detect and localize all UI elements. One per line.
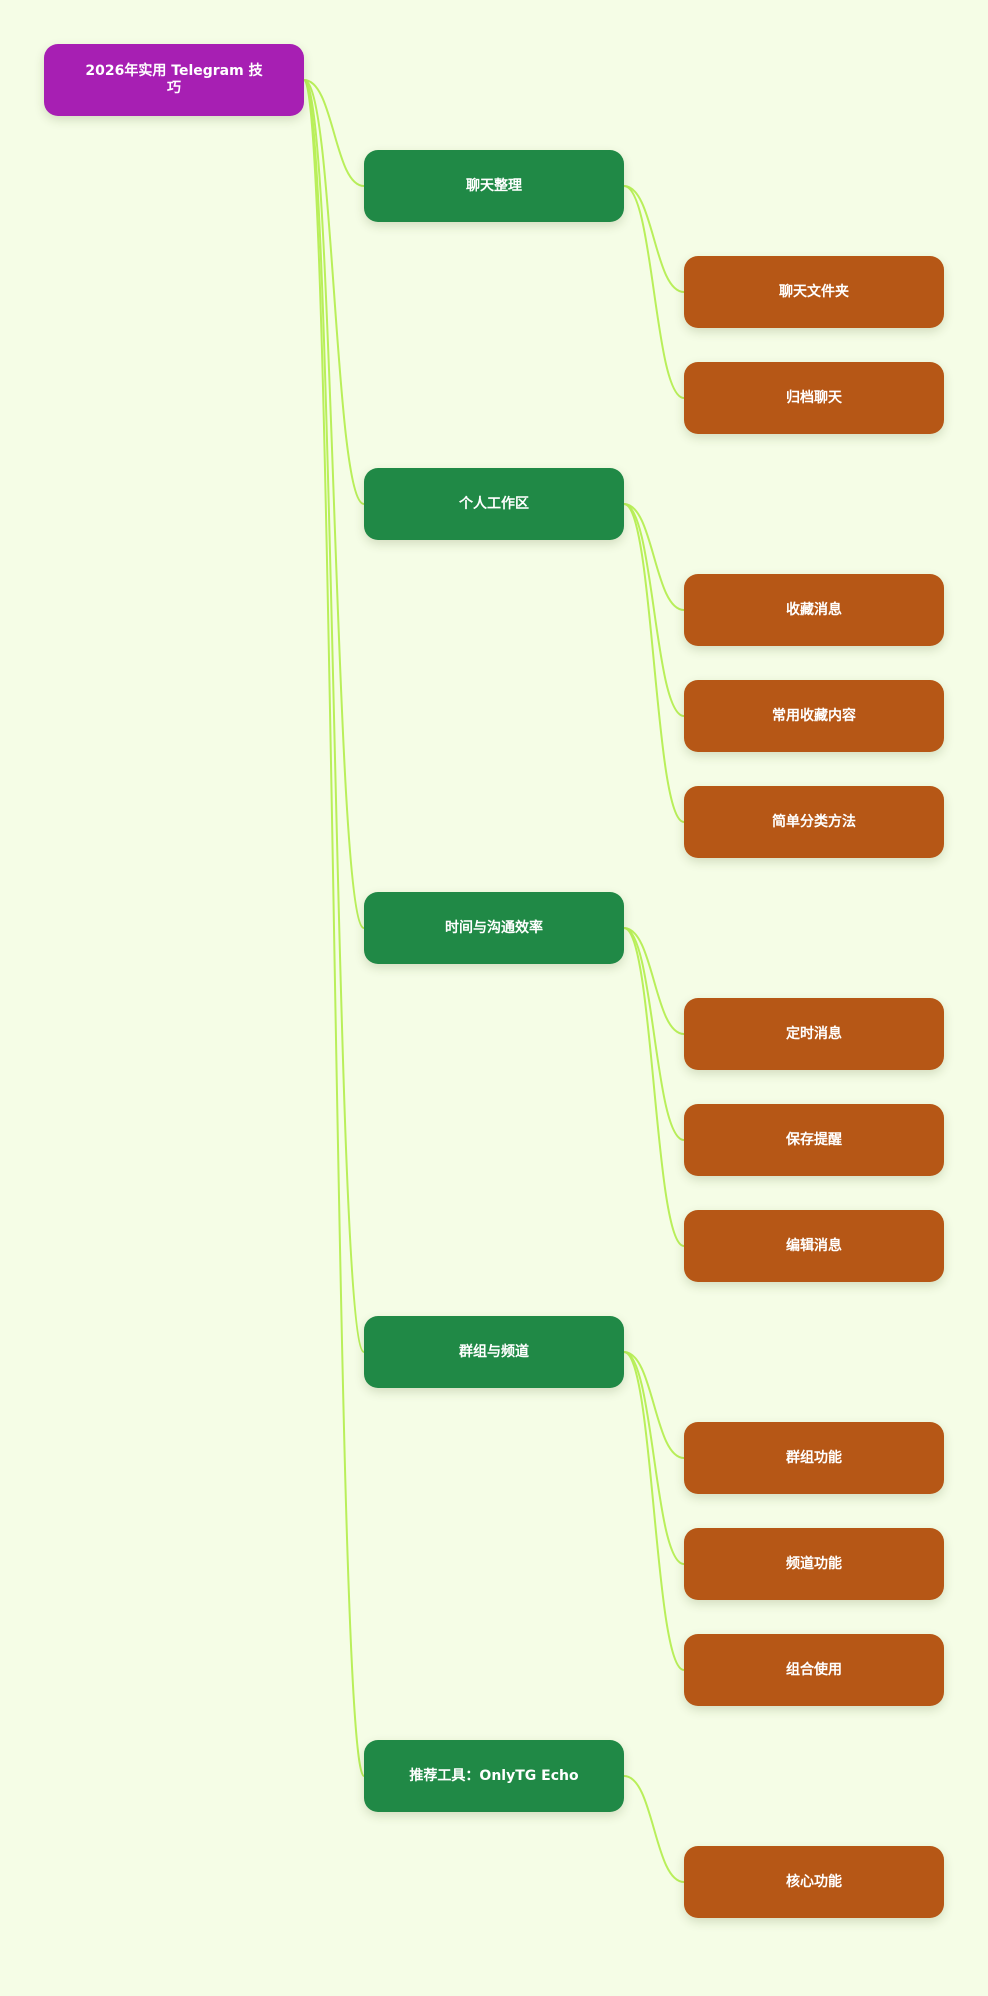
connector-line	[303, 79, 365, 187]
leaf-node-channel-features[interactable]: 频道功能	[684, 1528, 944, 1600]
connector-line	[623, 1351, 685, 1565]
leaf-node-label: 核心功能	[786, 1873, 842, 1890]
leaf-node-archive-chats[interactable]: 归档聊天	[684, 362, 944, 434]
branch-node-groups-channels[interactable]: 群组与频道	[364, 1316, 624, 1388]
branch-node-label: 推荐工具：OnlyTG Echo	[409, 1767, 579, 1784]
leaf-node-label: 简单分类方法	[772, 813, 856, 830]
connector-line	[623, 927, 685, 1247]
connector-line	[623, 185, 685, 293]
leaf-node-label: 保存提醒	[786, 1131, 842, 1148]
branch-node-label: 群组与频道	[459, 1343, 529, 1360]
leaf-node-label: 归档聊天	[786, 389, 842, 406]
branch-node-label: 个人工作区	[459, 495, 529, 512]
leaf-node-label: 聊天文件夹	[779, 283, 849, 300]
connector-line	[303, 79, 365, 1777]
branch-node-label: 时间与沟通效率	[445, 919, 543, 936]
leaf-node-combined-use[interactable]: 组合使用	[684, 1634, 944, 1706]
connector-line	[303, 79, 365, 1353]
connector-line	[623, 927, 685, 1141]
leaf-node-scheduled-messages[interactable]: 定时消息	[684, 998, 944, 1070]
branch-node-chat-organization[interactable]: 聊天整理	[364, 150, 624, 222]
leaf-node-label: 定时消息	[786, 1025, 842, 1042]
root-node[interactable]: 2026年实用 Telegram 技巧	[44, 44, 304, 116]
branch-node-label: 聊天整理	[466, 177, 522, 194]
leaf-node-simple-classification[interactable]: 简单分类方法	[684, 786, 944, 858]
connector-line	[623, 1351, 685, 1459]
connector-line	[623, 503, 685, 611]
leaf-node-label: 组合使用	[786, 1661, 842, 1678]
connector-line	[623, 1775, 685, 1883]
leaf-node-edit-messages[interactable]: 编辑消息	[684, 1210, 944, 1282]
connector-line	[623, 503, 685, 717]
connector-line	[623, 185, 685, 399]
leaf-node-save-reminders[interactable]: 保存提醒	[684, 1104, 944, 1176]
branch-node-recommended-tool[interactable]: 推荐工具：OnlyTG Echo	[364, 1740, 624, 1812]
root-node-label: 2026年实用 Telegram 技巧	[85, 63, 263, 96]
connector-line	[303, 79, 365, 929]
leaf-node-label: 收藏消息	[786, 601, 842, 618]
leaf-node-saved-messages[interactable]: 收藏消息	[684, 574, 944, 646]
leaf-node-label: 常用收藏内容	[772, 707, 856, 724]
branch-node-time-efficiency[interactable]: 时间与沟通效率	[364, 892, 624, 964]
connector-line	[303, 79, 365, 505]
leaf-node-label: 编辑消息	[786, 1237, 842, 1254]
leaf-node-group-features[interactable]: 群组功能	[684, 1422, 944, 1494]
connector-line	[623, 1351, 685, 1671]
leaf-node-chat-folders[interactable]: 聊天文件夹	[684, 256, 944, 328]
connector-line	[623, 503, 685, 823]
branch-node-personal-workspace[interactable]: 个人工作区	[364, 468, 624, 540]
leaf-node-label: 频道功能	[786, 1555, 842, 1572]
leaf-node-label: 群组功能	[786, 1449, 842, 1466]
connector-line	[623, 927, 685, 1035]
leaf-node-common-saved-content[interactable]: 常用收藏内容	[684, 680, 944, 752]
leaf-node-core-features[interactable]: 核心功能	[684, 1846, 944, 1918]
